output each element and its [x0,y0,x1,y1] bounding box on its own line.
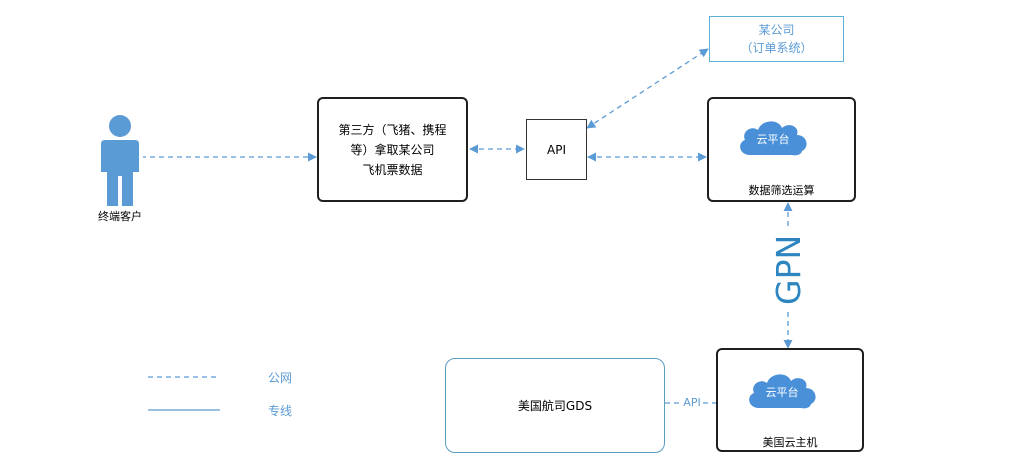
company-line-1: 某公司 [758,23,795,37]
company-box: 某公司 （订单系统） [709,16,844,62]
third-party-line-1: 第三方（飞猪、携程 [338,122,447,137]
company-line-2: （订单系统） [740,41,813,55]
cloud-top-caption: 数据筛选运算 [748,184,815,197]
third-party-box: 第三方（飞猪、携程 等）拿取某公司 飞机票数据 [317,97,468,202]
gds-label: 美国航司GDS [517,399,593,413]
cloud-platform-top-box: 云平台 数据筛选运算 [707,97,856,202]
client-label: 终端客户 [98,210,142,223]
api-box: API [526,119,587,180]
gpn-label: GPN [769,234,808,305]
cloud-platform-bottom-box: 云平台 美国云主机 [716,348,864,452]
third-party-line-2: 等）拿取某公司 [350,142,435,157]
cloud-bottom-label: 云平台 [765,386,799,399]
third-party-line-3: 飞机票数据 [362,162,423,177]
person-icon [97,114,143,206]
legend-public-network: 公网 [268,371,293,385]
api-to-company-link [586,48,709,129]
cloud-icon [740,121,807,156]
cloud-icon [749,374,816,409]
gds-box: 美国航司GDS [445,358,665,453]
gds-api-label: API [683,396,701,409]
cloud-bottom-caption: 美国云主机 [762,436,818,449]
cloud-top-label: 云平台 [756,133,790,146]
api-label: API [547,142,566,157]
legend-private-line: 专线 [268,404,293,418]
